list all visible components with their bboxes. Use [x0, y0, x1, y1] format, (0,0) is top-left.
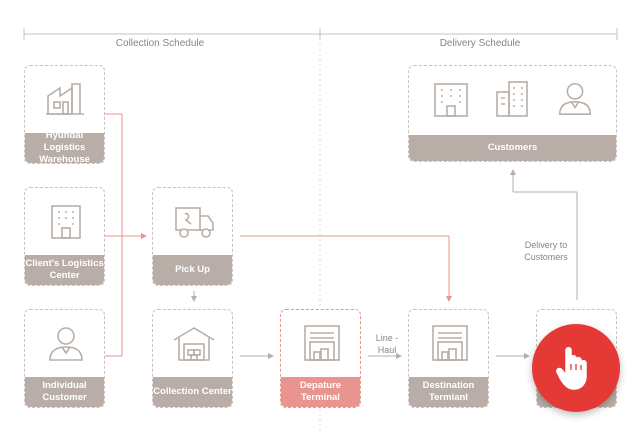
linehaul-note: Line - Haul [375, 333, 399, 355]
node-pick-up: Pick Up [152, 187, 233, 286]
collection-schedule-label: Collection Schedule [115, 38, 205, 49]
node-individual-customer: Individual Customer [24, 309, 105, 408]
node-departure-terminal: Depature Terminal [280, 309, 361, 408]
node-collection-center: Collection Center [152, 309, 233, 408]
node-client-label: Client's Logistics Center [25, 255, 104, 285]
node-individual-label: Individual Customer [25, 377, 104, 407]
node-customers: Customers [408, 65, 617, 162]
node-customers-label: Customers [409, 135, 616, 161]
depot-icon [173, 327, 215, 361]
node-hyundai-label: Hyundai Logistics Warehouse [25, 130, 104, 163]
node-destination-label: Destination Termianl [409, 377, 488, 407]
office-icon [434, 83, 468, 117]
terminal-icon [432, 325, 468, 361]
node-destination-terminal: Destination Termianl [408, 309, 489, 408]
person-icon [558, 82, 592, 115]
node-collection-label: Collection Center [153, 377, 232, 407]
terminal-icon [304, 325, 340, 361]
pointing-hand-icon [556, 347, 587, 390]
warehouse-icon [46, 83, 84, 115]
delivery-schedule-label: Delivery Schedule [439, 38, 521, 49]
truck-icon [175, 207, 214, 238]
person-icon [49, 327, 83, 361]
building-icon [51, 205, 81, 239]
tap-hand-button[interactable] [532, 324, 620, 412]
node-departure-label: Depature Terminal [281, 377, 360, 407]
node-client-center: Client's Logistics Center [24, 187, 105, 286]
buildings-icon [496, 81, 528, 117]
node-hyundai-warehouse: Hyundai Logistics Warehouse [24, 65, 105, 164]
delivery-note: Delivery to Customers [524, 240, 568, 262]
node-pickup-label: Pick Up [153, 255, 232, 285]
